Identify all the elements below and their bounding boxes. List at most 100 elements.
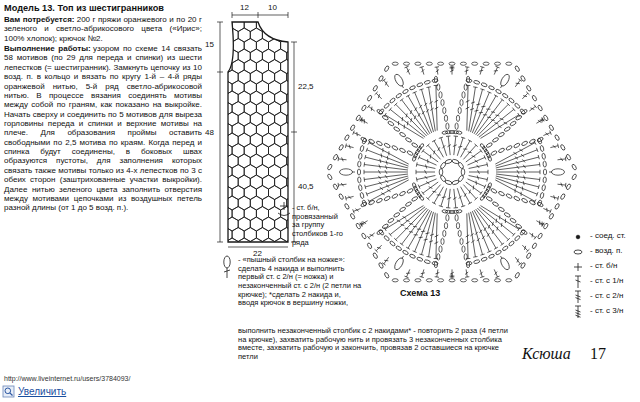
chain-stitch bbox=[368, 200, 375, 206]
chain-stitch bbox=[456, 115, 459, 121]
chain-stitch bbox=[537, 105, 543, 112]
hexagon-cell bbox=[305, 18, 317, 32]
page-number: 17 bbox=[590, 345, 606, 363]
chain-stitch bbox=[376, 229, 383, 235]
chain-stitch bbox=[481, 82, 488, 87]
dimension-line bbox=[220, 22, 221, 242]
legend-text: - ст. б/н bbox=[590, 261, 617, 270]
stitch-mark bbox=[430, 234, 434, 235]
stitch-mark bbox=[422, 149, 425, 153]
stitch-mark bbox=[446, 136, 450, 137]
stitch-mark bbox=[446, 207, 450, 208]
stitch-mark bbox=[453, 145, 457, 147]
hexagon-cell bbox=[275, 238, 287, 252]
chain-stitch bbox=[399, 206, 406, 212]
chain-stitch bbox=[399, 147, 406, 153]
stitch-mark bbox=[507, 103, 510, 106]
stitch-mark bbox=[523, 96, 527, 97]
chain-stitch bbox=[389, 97, 396, 103]
stitch-mark bbox=[426, 109, 429, 112]
hexagon-cell bbox=[293, 144, 305, 158]
stitch-mark bbox=[450, 272, 454, 274]
stitch-mark bbox=[480, 269, 482, 277]
stitch-mark bbox=[416, 170, 417, 174]
stitch-mark bbox=[501, 243, 505, 246]
hexagon-cell bbox=[293, 18, 305, 32]
stitch-mark bbox=[538, 120, 542, 122]
stitch-mark bbox=[543, 133, 550, 136]
stitch-mark bbox=[486, 177, 488, 181]
stitch-mark bbox=[364, 177, 366, 181]
stitch-mark bbox=[494, 70, 498, 71]
dimension-tick bbox=[217, 242, 223, 243]
stitch-mark bbox=[355, 209, 358, 212]
stitch-mark bbox=[480, 276, 484, 277]
legend-symbol bbox=[576, 295, 581, 297]
chain-stitch bbox=[389, 240, 396, 246]
stitch-mark bbox=[338, 184, 346, 186]
stitch-mark bbox=[532, 233, 534, 237]
stitch-mark bbox=[434, 150, 435, 154]
stitch-mark bbox=[466, 242, 470, 244]
stitch-mark bbox=[472, 211, 489, 252]
stitch-mark bbox=[469, 87, 476, 131]
stitch-mark bbox=[384, 260, 388, 262]
stitch-mark bbox=[495, 272, 498, 275]
chain-stitch bbox=[415, 279, 421, 282]
legend-symbol bbox=[576, 313, 581, 315]
stitch-mark bbox=[361, 221, 368, 225]
stitch-mark bbox=[538, 155, 539, 159]
stitch-mark bbox=[354, 133, 361, 136]
stitch-mark bbox=[501, 256, 503, 259]
chain-stitch bbox=[424, 259, 431, 264]
dimension: 48 bbox=[204, 128, 215, 137]
stitch-mark bbox=[477, 238, 480, 241]
chain-stitch bbox=[402, 89, 409, 95]
stitch-mark bbox=[538, 185, 539, 189]
stitch-mark bbox=[348, 196, 351, 199]
legend-symbol bbox=[574, 250, 582, 254]
stitch-mark bbox=[420, 66, 424, 67]
stitch-mark bbox=[353, 209, 355, 213]
chain-stitch bbox=[440, 175, 447, 183]
stitch-mark bbox=[379, 165, 381, 169]
stitch-mark bbox=[424, 103, 427, 106]
stitch-mark bbox=[356, 132, 358, 136]
stitch-mark bbox=[475, 110, 479, 112]
hexagon-cell bbox=[305, 102, 317, 116]
stitch-mark bbox=[407, 67, 410, 75]
chain-stitch bbox=[358, 153, 362, 159]
chain-stitch bbox=[376, 198, 383, 204]
stitch-mark bbox=[397, 220, 401, 222]
stitch-mark bbox=[410, 110, 412, 114]
stitch-mark bbox=[529, 106, 535, 111]
stitch-mark bbox=[481, 115, 519, 139]
legend-text: - ст. с 3/н bbox=[590, 306, 623, 315]
stitch-mark bbox=[476, 103, 480, 105]
chain-stitch bbox=[338, 144, 344, 151]
stitch-mark bbox=[546, 208, 548, 212]
chain-stitch bbox=[514, 103, 521, 109]
chain-stitch bbox=[441, 99, 444, 105]
chain-stitch bbox=[404, 62, 410, 65]
stitch-mark bbox=[385, 170, 387, 174]
stitch-mark bbox=[370, 235, 374, 237]
stitch-mark bbox=[495, 180, 535, 201]
stitch-mark bbox=[522, 187, 524, 191]
chain-stitch bbox=[521, 140, 528, 146]
dimension-tick bbox=[258, 12, 259, 18]
stitch-mark bbox=[474, 210, 496, 248]
stitch-mark bbox=[345, 196, 346, 200]
stitch-mark bbox=[422, 111, 425, 114]
chain-stitch bbox=[488, 253, 495, 258]
stitch-mark bbox=[434, 258, 438, 259]
chart-title: Схема 13 bbox=[400, 288, 440, 298]
chain-stitch bbox=[472, 279, 478, 282]
chain-stitch bbox=[514, 272, 520, 279]
stitch-mark bbox=[409, 231, 413, 233]
stitch-mark bbox=[561, 183, 563, 187]
stitch-mark bbox=[526, 249, 529, 252]
chain-stitch bbox=[405, 201, 412, 207]
chain-stitch bbox=[419, 143, 425, 149]
stitch-mark bbox=[504, 122, 508, 124]
